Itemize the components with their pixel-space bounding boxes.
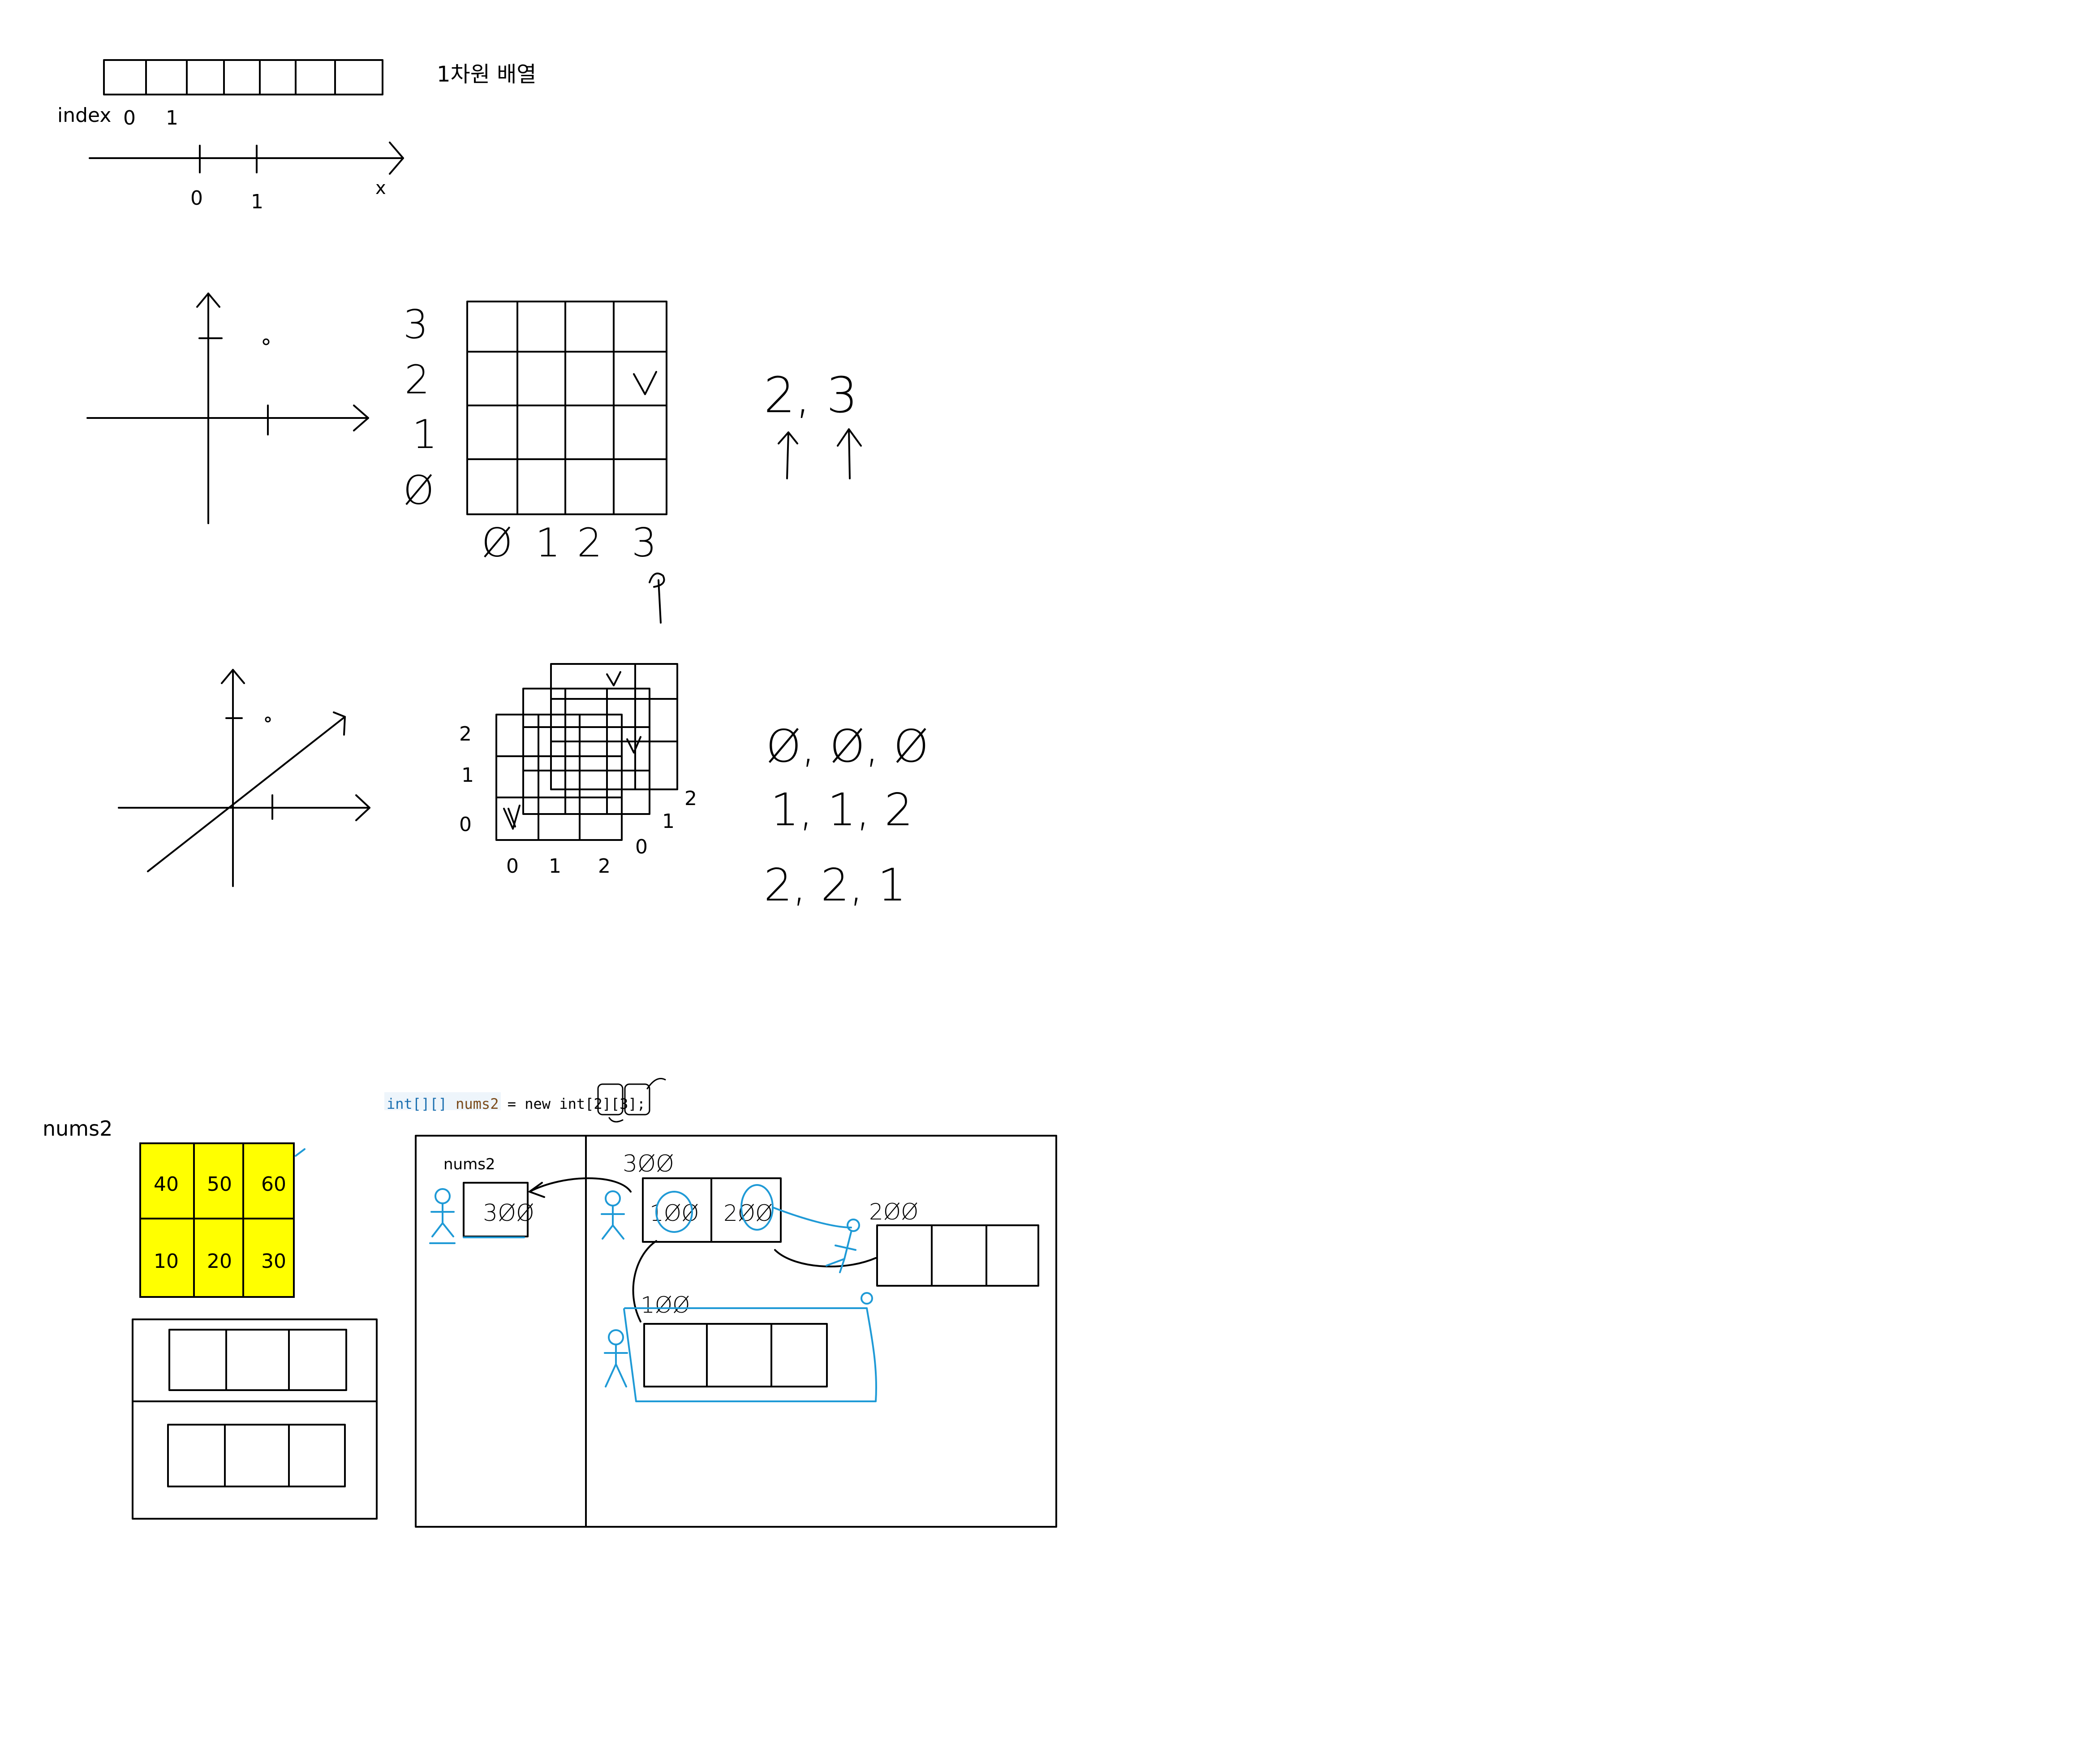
row-label-3: 3 bbox=[403, 302, 428, 348]
up-arrows-icon bbox=[778, 428, 862, 479]
memory-diagram: nums2 3ØØ 3ØØ 1ØØ 2ØØ bbox=[415, 1135, 1057, 1528]
col-label-3: 3 bbox=[632, 520, 657, 566]
nums2-cell-0-2: 60 bbox=[261, 1173, 286, 1196]
z-label-0: 0 bbox=[635, 836, 648, 858]
three-d-section: 2 1 0 0 1 2 2 1 0 Ø, Ø, Ø 1, 1, 2 2, 2, … bbox=[118, 663, 929, 911]
index-value-1: 1 bbox=[166, 107, 178, 129]
code-var-name: nums2 bbox=[456, 1095, 499, 1112]
stack-var-value: 3ØØ bbox=[483, 1200, 534, 1227]
two-d-axes bbox=[86, 293, 369, 524]
pointer-arrow-icon bbox=[649, 573, 665, 624]
three-d-axes bbox=[118, 669, 370, 887]
axis-tick-0: 0 bbox=[190, 187, 203, 210]
three-d-grid-front bbox=[495, 714, 623, 841]
stick-figure-icon bbox=[604, 1329, 628, 1387]
coord-note-2d: 2, 3 bbox=[764, 366, 858, 424]
coord-line-3: 2, 2, 1 bbox=[764, 859, 906, 911]
code-line: int[][] nums2 = new int[2][3]; bbox=[384, 1078, 666, 1123]
row-array-2-addr: 2ØØ bbox=[869, 1199, 919, 1225]
col-label-0: Ø bbox=[482, 520, 512, 566]
row-label-1: 1 bbox=[412, 411, 437, 457]
index-value-0: 0 bbox=[123, 107, 136, 129]
row-array-2 bbox=[876, 1224, 1039, 1287]
row-array-1 bbox=[643, 1323, 828, 1387]
nums2-cell-0-1: 50 bbox=[207, 1173, 232, 1196]
y-label-1: 1 bbox=[461, 764, 474, 787]
outer-cell-1: 2ØØ bbox=[723, 1200, 773, 1226]
stack-var-label: nums2 bbox=[443, 1155, 495, 1173]
nums2-cell-1-2: 30 bbox=[261, 1250, 286, 1273]
y-label-0: 0 bbox=[459, 813, 472, 836]
stick-figure-icon bbox=[429, 1188, 525, 1244]
nums2-label: nums2 bbox=[43, 1116, 112, 1141]
three-d-grid-middle bbox=[522, 688, 650, 815]
svg-text:int[][] nums2 = new int[2][3];: int[][] nums2 = new int[2][3]; bbox=[387, 1095, 645, 1112]
two-d-section: 3 2 1 Ø Ø 1 2 3 2, 3 bbox=[86, 293, 862, 624]
outer-array-addr: 3ØØ bbox=[623, 1150, 674, 1177]
x-label-1: 1 bbox=[549, 855, 561, 878]
z-label-2: 2 bbox=[684, 787, 697, 810]
one-d-array-cells bbox=[103, 59, 383, 95]
code-type-keyword: int[][] bbox=[387, 1095, 447, 1112]
x-axis bbox=[89, 142, 404, 175]
col-label-2: 2 bbox=[577, 520, 602, 566]
check-mark-icon bbox=[503, 805, 521, 830]
coord-line-2: 1, 1, 2 bbox=[770, 784, 913, 836]
col-label-1: 1 bbox=[535, 520, 560, 566]
nums2-cell-1-0: 10 bbox=[154, 1250, 179, 1273]
y-label-2: 2 bbox=[459, 723, 472, 745]
coord-line-1: Ø, Ø, Ø bbox=[766, 720, 929, 772]
nums2-table-section: nums2 40 50 60 10 20 30 bbox=[43, 1116, 378, 1520]
two-d-grid bbox=[466, 301, 667, 515]
stick-figure-icon bbox=[826, 1219, 860, 1273]
check-mark-icon bbox=[633, 371, 657, 395]
axis-tick-1: 1 bbox=[251, 190, 263, 213]
axis-name-x: x bbox=[375, 178, 386, 198]
stick-figure-icon bbox=[601, 1190, 625, 1240]
row-array-1-addr: 1ØØ bbox=[641, 1292, 690, 1318]
row-label-0: Ø bbox=[403, 467, 434, 513]
nested-array-box bbox=[132, 1318, 378, 1520]
one-d-title: 1차원 배열 bbox=[437, 62, 536, 87]
x-label-2: 2 bbox=[598, 855, 611, 878]
scribble-over-dimensions bbox=[597, 1078, 666, 1123]
nums2-cell-0-0: 40 bbox=[154, 1173, 179, 1196]
code-rest: = new int[2][3]; bbox=[499, 1095, 645, 1112]
index-label: index bbox=[57, 104, 111, 127]
z-label-1: 1 bbox=[662, 810, 675, 833]
row-label-2: 2 bbox=[405, 357, 430, 403]
nums2-highlight-grid bbox=[139, 1142, 306, 1298]
one-d-array-section: 1차원 배열 index 0 1 0 1 x bbox=[57, 59, 536, 213]
x-label-0: 0 bbox=[506, 855, 519, 878]
nums2-cell-1-1: 20 bbox=[207, 1250, 232, 1273]
